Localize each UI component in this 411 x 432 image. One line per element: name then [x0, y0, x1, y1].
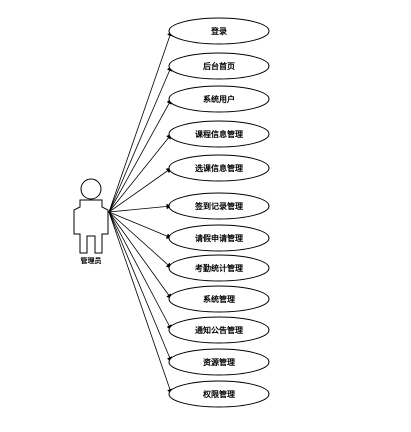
- use-case-10: 通知公告管理: [168, 316, 270, 344]
- association-lines: [108, 30, 173, 395]
- association-line-8: [108, 211, 172, 269]
- actor-head: [80, 178, 102, 200]
- use-case-ellipse: [168, 52, 270, 80]
- actor-admin: 管理员: [73, 178, 109, 265]
- use-case-7: 请假申请管理: [168, 224, 270, 252]
- use-case-label: 登录: [210, 26, 227, 36]
- use-case-ellipse: [168, 120, 270, 148]
- use-case-12: 权限管理: [168, 380, 270, 408]
- use-cases: 登录后台首页系统用户课程信息管理选课信息管理签到记录管理请假申请管理考勤统计管理…: [168, 17, 270, 408]
- association-line-10: [108, 211, 172, 331]
- association-line-3: [108, 98, 172, 213]
- use-case-ellipse: [168, 380, 270, 408]
- use-case-label: 课程信息管理: [195, 129, 243, 139]
- association-line-11: [108, 211, 173, 363]
- use-case-ellipse: [168, 285, 270, 313]
- actor-body: [73, 199, 109, 254]
- association-line-6: [108, 203, 173, 213]
- use-case-label: 系统管理: [203, 294, 235, 304]
- use-case-label: 后台首页: [203, 61, 235, 71]
- use-case-4: 课程信息管理: [168, 120, 270, 148]
- use-case-label: 资源管理: [203, 357, 235, 367]
- association-line-4: [108, 133, 172, 213]
- use-case-11: 资源管理: [168, 348, 270, 376]
- use-case-ellipse: [168, 254, 270, 282]
- use-case-2: 后台首页: [168, 52, 270, 80]
- use-case-6: 签到记录管理: [168, 192, 270, 220]
- use-case-3: 系统用户: [168, 85, 270, 113]
- use-case-5: 选课信息管理: [168, 154, 270, 182]
- association-line-9: [108, 211, 172, 300]
- association-line-5: [108, 167, 172, 213]
- association-line-7: [108, 211, 173, 239]
- use-case-9: 系统管理: [168, 285, 270, 313]
- use-case-label: 系统用户: [203, 94, 235, 104]
- use-case-label: 通知公告管理: [195, 325, 243, 335]
- association-line-2: [108, 65, 173, 213]
- actor-label: 管理员: [81, 256, 102, 265]
- use-case-ellipse: [168, 85, 270, 113]
- association-line-12: [108, 211, 173, 395]
- use-case-ellipse: [168, 192, 270, 220]
- use-case-label: 请假申请管理: [195, 233, 243, 243]
- use-case-ellipse: [168, 316, 270, 344]
- use-case-label: 选课信息管理: [195, 163, 243, 173]
- association-line-1: [108, 30, 173, 213]
- use-case-label: 考勤统计管理: [195, 263, 243, 273]
- use-case-ellipse: [168, 348, 270, 376]
- use-case-8: 考勤统计管理: [168, 254, 270, 282]
- use-case-label: 权限管理: [202, 389, 235, 399]
- use-case-label: 签到记录管理: [194, 201, 243, 211]
- use-case-1: 登录: [168, 17, 270, 45]
- use-case-ellipse: [168, 154, 270, 182]
- use-case-ellipse: [168, 224, 270, 252]
- use-case-ellipse: [168, 17, 270, 45]
